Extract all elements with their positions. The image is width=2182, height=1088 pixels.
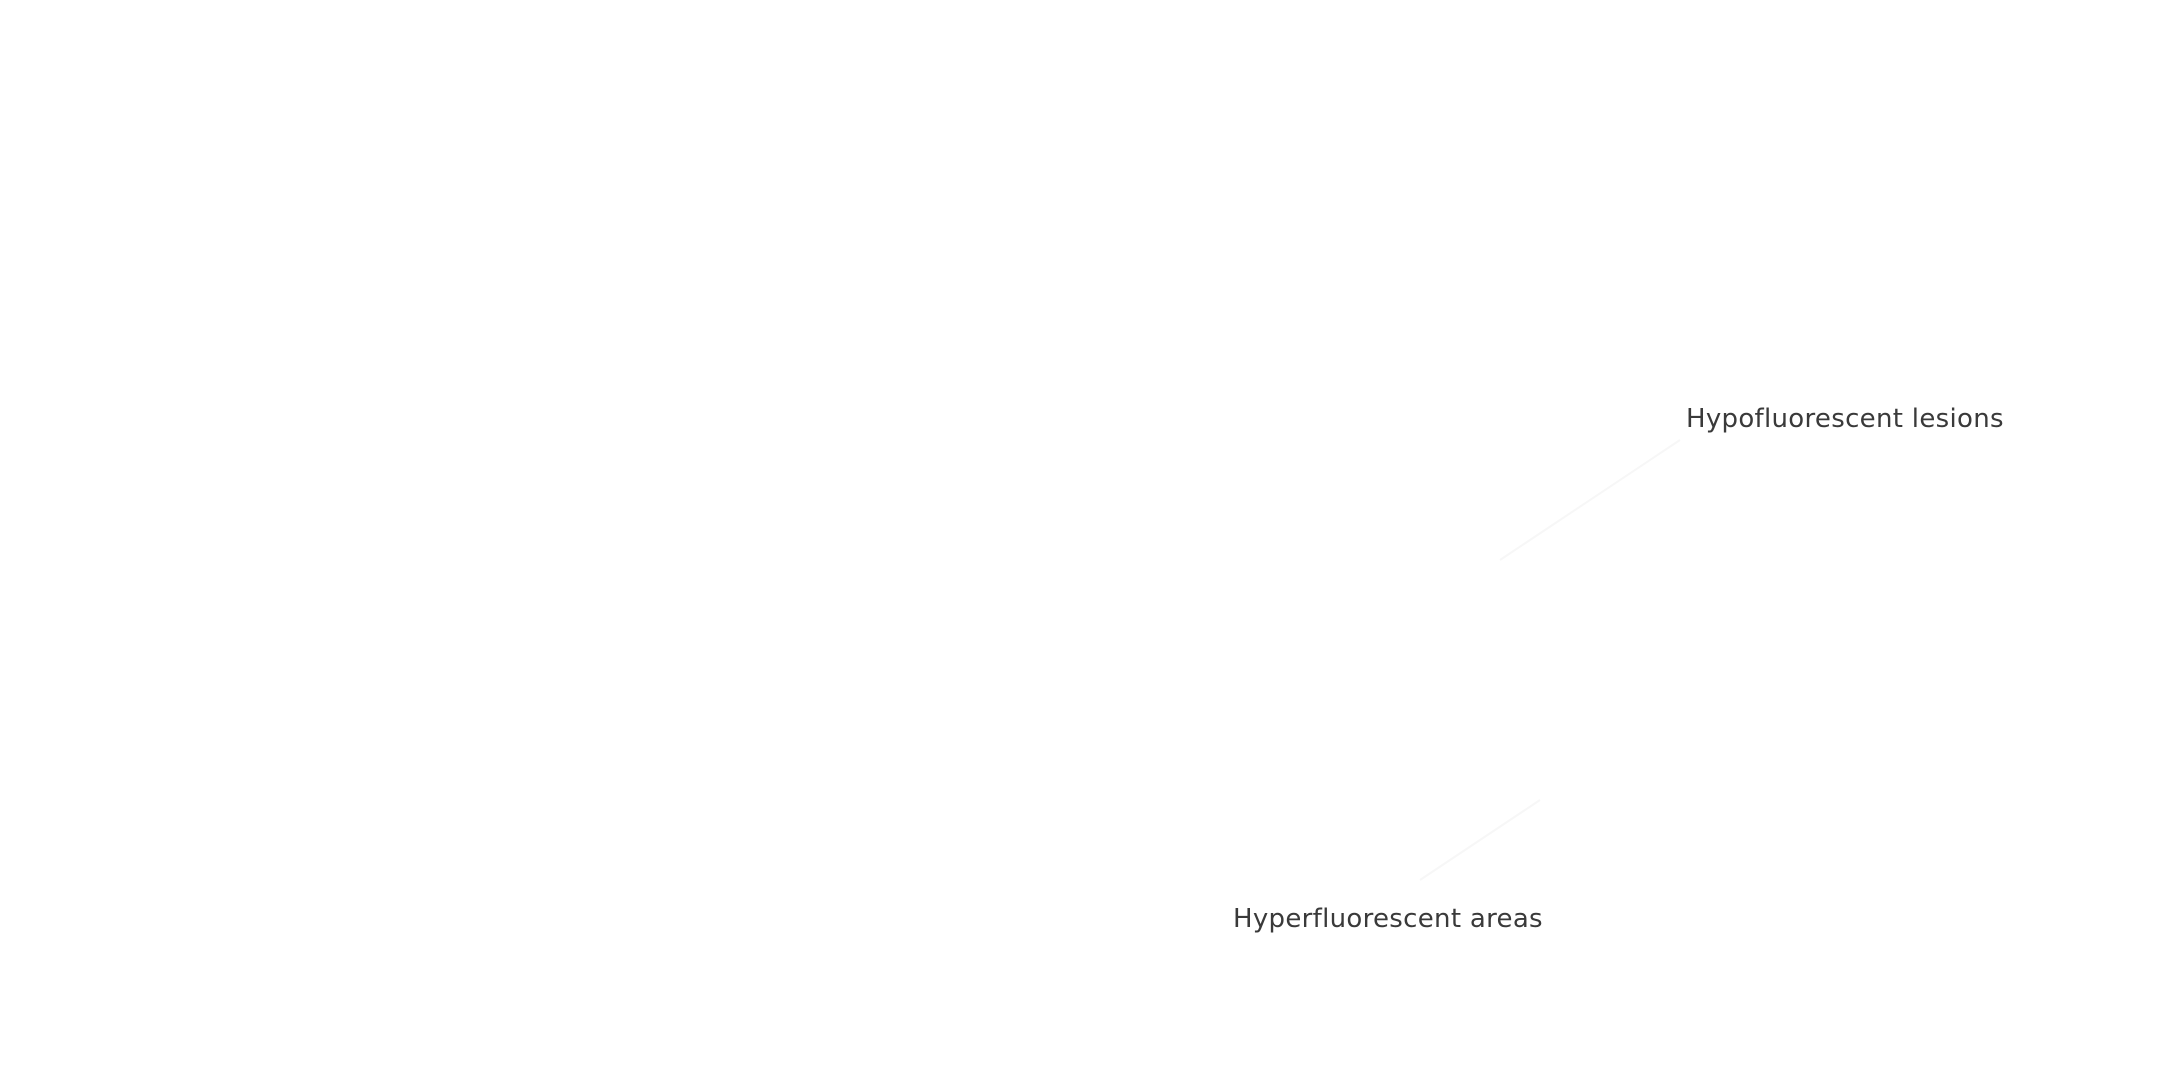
- hyperfluorescent-areas-label: Hyperfluorescent areas: [1233, 904, 1543, 934]
- hyperfluorescent-leader-line: [1419, 799, 1541, 881]
- hypofluorescent-leader-line: [1499, 439, 1681, 561]
- hypofluorescent-lesions-label: Hypofluorescent lesions: [1686, 404, 2004, 434]
